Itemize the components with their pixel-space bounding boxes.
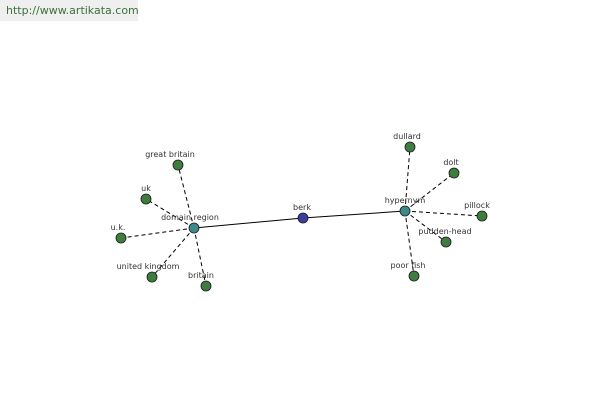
edge-berk-hypernym (302, 210, 406, 219)
node-label-dolt[interactable]: dolt (443, 158, 458, 167)
node-label-pudden-head[interactable]: pudden-head (418, 227, 471, 236)
graph-edges (120, 146, 483, 287)
edge-domain-region-uk (145, 198, 195, 229)
edge-domain-region-great-britain (177, 164, 195, 229)
node-hypernym[interactable] (399, 205, 411, 217)
graph-labels: berk domain region hypernym great britain uk… (111, 132, 491, 280)
node-uk[interactable] (140, 193, 152, 205)
node-label-dullard[interactable]: dullard (393, 132, 421, 141)
node-great-britain[interactable] (172, 159, 184, 171)
edge-hypernym-pillock (404, 210, 483, 217)
node-label-hypernym[interactable]: hypernym (385, 196, 426, 205)
node-britain[interactable] (200, 280, 212, 292)
graph-nodes (115, 141, 488, 292)
node-dullard[interactable] (404, 141, 416, 153)
watermark-url[interactable]: http://www.artikata.com (6, 4, 139, 17)
edge-domain-region-britain (193, 227, 207, 287)
edge-hypernym-pudden-head (404, 210, 447, 243)
node-poor-fish[interactable] (408, 270, 420, 282)
node-label-poor-fish[interactable]: poor fish (391, 261, 426, 270)
node-berk[interactable] (297, 212, 309, 224)
watermark-banner: http://www.artikata.com (0, 0, 139, 21)
node-label-pillock[interactable]: pillock (464, 201, 490, 210)
node-label-britain[interactable]: britain (188, 271, 214, 280)
node-label-uk[interactable]: uk (141, 184, 151, 193)
edge-domain-region-u-k (120, 227, 195, 239)
node-label-u-k[interactable]: u.k. (111, 223, 126, 232)
edge-hypernym-poor-fish (404, 210, 415, 277)
edge-hypernym-dolt (404, 172, 455, 212)
edge-domain-region-united-kingdom (151, 227, 195, 278)
node-united-kingdom[interactable] (146, 271, 158, 283)
node-label-great-britain[interactable]: great britain (145, 150, 195, 159)
node-domain-region[interactable] (188, 222, 200, 234)
node-label-united-kingdom[interactable]: united kingdom (117, 262, 180, 271)
node-pudden-head[interactable] (440, 236, 452, 248)
node-dolt[interactable] (448, 167, 460, 179)
node-label-berk[interactable]: berk (293, 203, 311, 212)
node-pillock[interactable] (476, 210, 488, 222)
edge-hypernym-dullard (404, 146, 411, 212)
edge-berk-domain-region (193, 217, 304, 229)
node-label-domain-region[interactable]: domain region (161, 213, 219, 222)
node-u-k[interactable] (115, 232, 127, 244)
